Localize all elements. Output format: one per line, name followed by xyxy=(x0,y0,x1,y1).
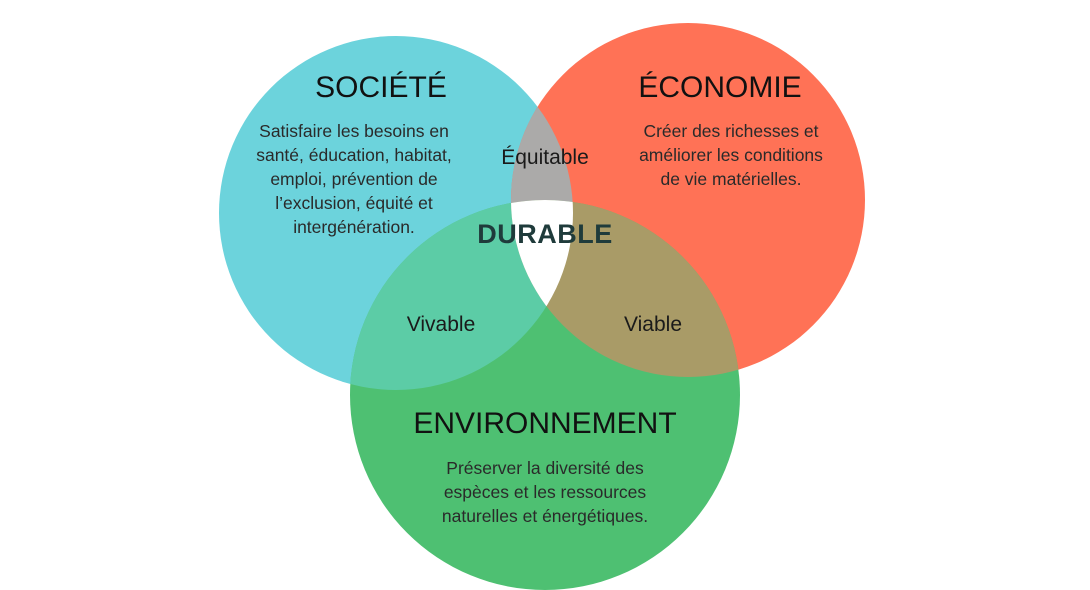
durable-label: DURABLE xyxy=(477,219,613,249)
societe-line-4: l’exclusion, équité et xyxy=(275,193,433,213)
overlap-vivable xyxy=(350,200,573,390)
equitable-label: Équitable xyxy=(501,146,589,169)
environnement-title: ENVIRONNEMENT xyxy=(413,407,676,440)
societe-line-5: intergénération. xyxy=(293,217,415,237)
societe-line-3: emploi, prévention de xyxy=(270,169,437,189)
environnement-line-1: Préserver la diversité des xyxy=(446,458,644,478)
overlap-viable xyxy=(511,200,740,377)
viable-label: Viable xyxy=(624,313,682,336)
societe-title: SOCIÉTÉ xyxy=(315,71,447,104)
economie-title: ÉCONOMIE xyxy=(638,71,801,104)
environnement-line-2: espèces et les ressources xyxy=(444,482,647,502)
economie-line-1: Créer des richesses et xyxy=(643,121,818,141)
environnement-line-3: naturelles et énergétiques. xyxy=(442,506,648,526)
economie-line-2: améliorer les conditions xyxy=(639,145,823,165)
societe-line-2: santé, éducation, habitat, xyxy=(256,145,452,165)
economie-line-3: de vie matérielles. xyxy=(660,169,801,189)
societe-line-1: Satisfaire les besoins en xyxy=(259,121,449,141)
vivable-label: Vivable xyxy=(407,313,476,336)
